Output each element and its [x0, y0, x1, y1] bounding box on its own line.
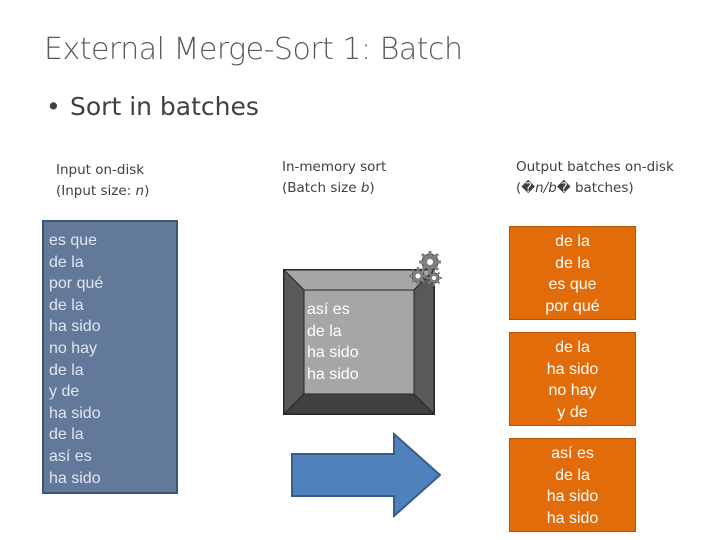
input-word: ha sido [49, 469, 101, 487]
input-disk-box: es que de la por qué de la ha sido no ha… [42, 220, 178, 494]
bullet-dot: • [46, 92, 61, 121]
output-caption: Output batches on-disk (�n/b� batches) [516, 157, 674, 199]
input-caption: Input on-disk (Input size: n) [56, 160, 149, 202]
memory-word: de la [307, 322, 342, 340]
bevel-bottom [282, 393, 436, 415]
output-batch-3: así es de la ha sido ha sido [509, 438, 636, 532]
gear-icon [409, 267, 427, 285]
memory-word: así es [307, 301, 350, 318]
bevel-right [413, 268, 435, 416]
output-word: de la [555, 233, 590, 250]
input-word: no hay [49, 339, 98, 357]
input-word: ha sido [49, 404, 101, 422]
memory-word: ha sido [307, 344, 359, 362]
output-word: ha sido [546, 360, 599, 378]
output-word: y de [557, 403, 588, 421]
gear-icon [426, 270, 442, 286]
memory-word: ha sido [307, 365, 359, 383]
input-word: así es [49, 447, 92, 465]
output-word: de la [555, 339, 590, 356]
input-word: por qué [49, 275, 104, 293]
memory-words: así es de la ha sido ha sido [307, 299, 359, 385]
memory-caption-line1: In-memory sort [282, 159, 387, 175]
output-word: ha sido [546, 509, 599, 527]
slide-title: External Merge-Sort 1: Batch [44, 32, 463, 67]
input-word: de la [49, 361, 84, 379]
memory-caption: In-memory sort (Batch size b) [282, 157, 386, 199]
bullet-text: Sort in batches [70, 92, 259, 121]
input-word: de la [49, 296, 84, 314]
output-word: así es [551, 445, 594, 462]
output-word: no hay [548, 382, 597, 400]
memory-frame [282, 251, 442, 416]
input-word: es que [49, 232, 98, 249]
bevel-left [283, 268, 305, 416]
output-batch-2: de la ha sido no hay y de [509, 332, 636, 426]
bullet-item: • Sort in batches [46, 92, 259, 121]
memory-frame-inner [303, 289, 415, 395]
input-word: de la [49, 426, 84, 444]
output-word: de la [555, 254, 590, 272]
bevel-top [282, 269, 436, 291]
memory-caption-line2: (Batch size b) [282, 180, 375, 196]
output-word: por qué [545, 297, 600, 315]
output-batch-1: de la de la es que por qué [509, 226, 636, 320]
output-caption-line2: (�n/b� batches) [516, 180, 634, 196]
output-word: es que [548, 276, 597, 294]
output-word: ha sido [546, 488, 599, 506]
output-word: de la [555, 466, 590, 484]
right-arrow-icon [291, 432, 442, 518]
input-word: ha sido [49, 318, 101, 336]
input-word: y de [49, 383, 80, 401]
input-caption-line2: (Input size: n) [56, 183, 150, 199]
gear-icon [419, 251, 441, 273]
input-caption-line1: Input on-disk [56, 162, 145, 178]
input-word: de la [49, 253, 84, 271]
output-caption-line1: Output batches on-disk [516, 159, 674, 175]
